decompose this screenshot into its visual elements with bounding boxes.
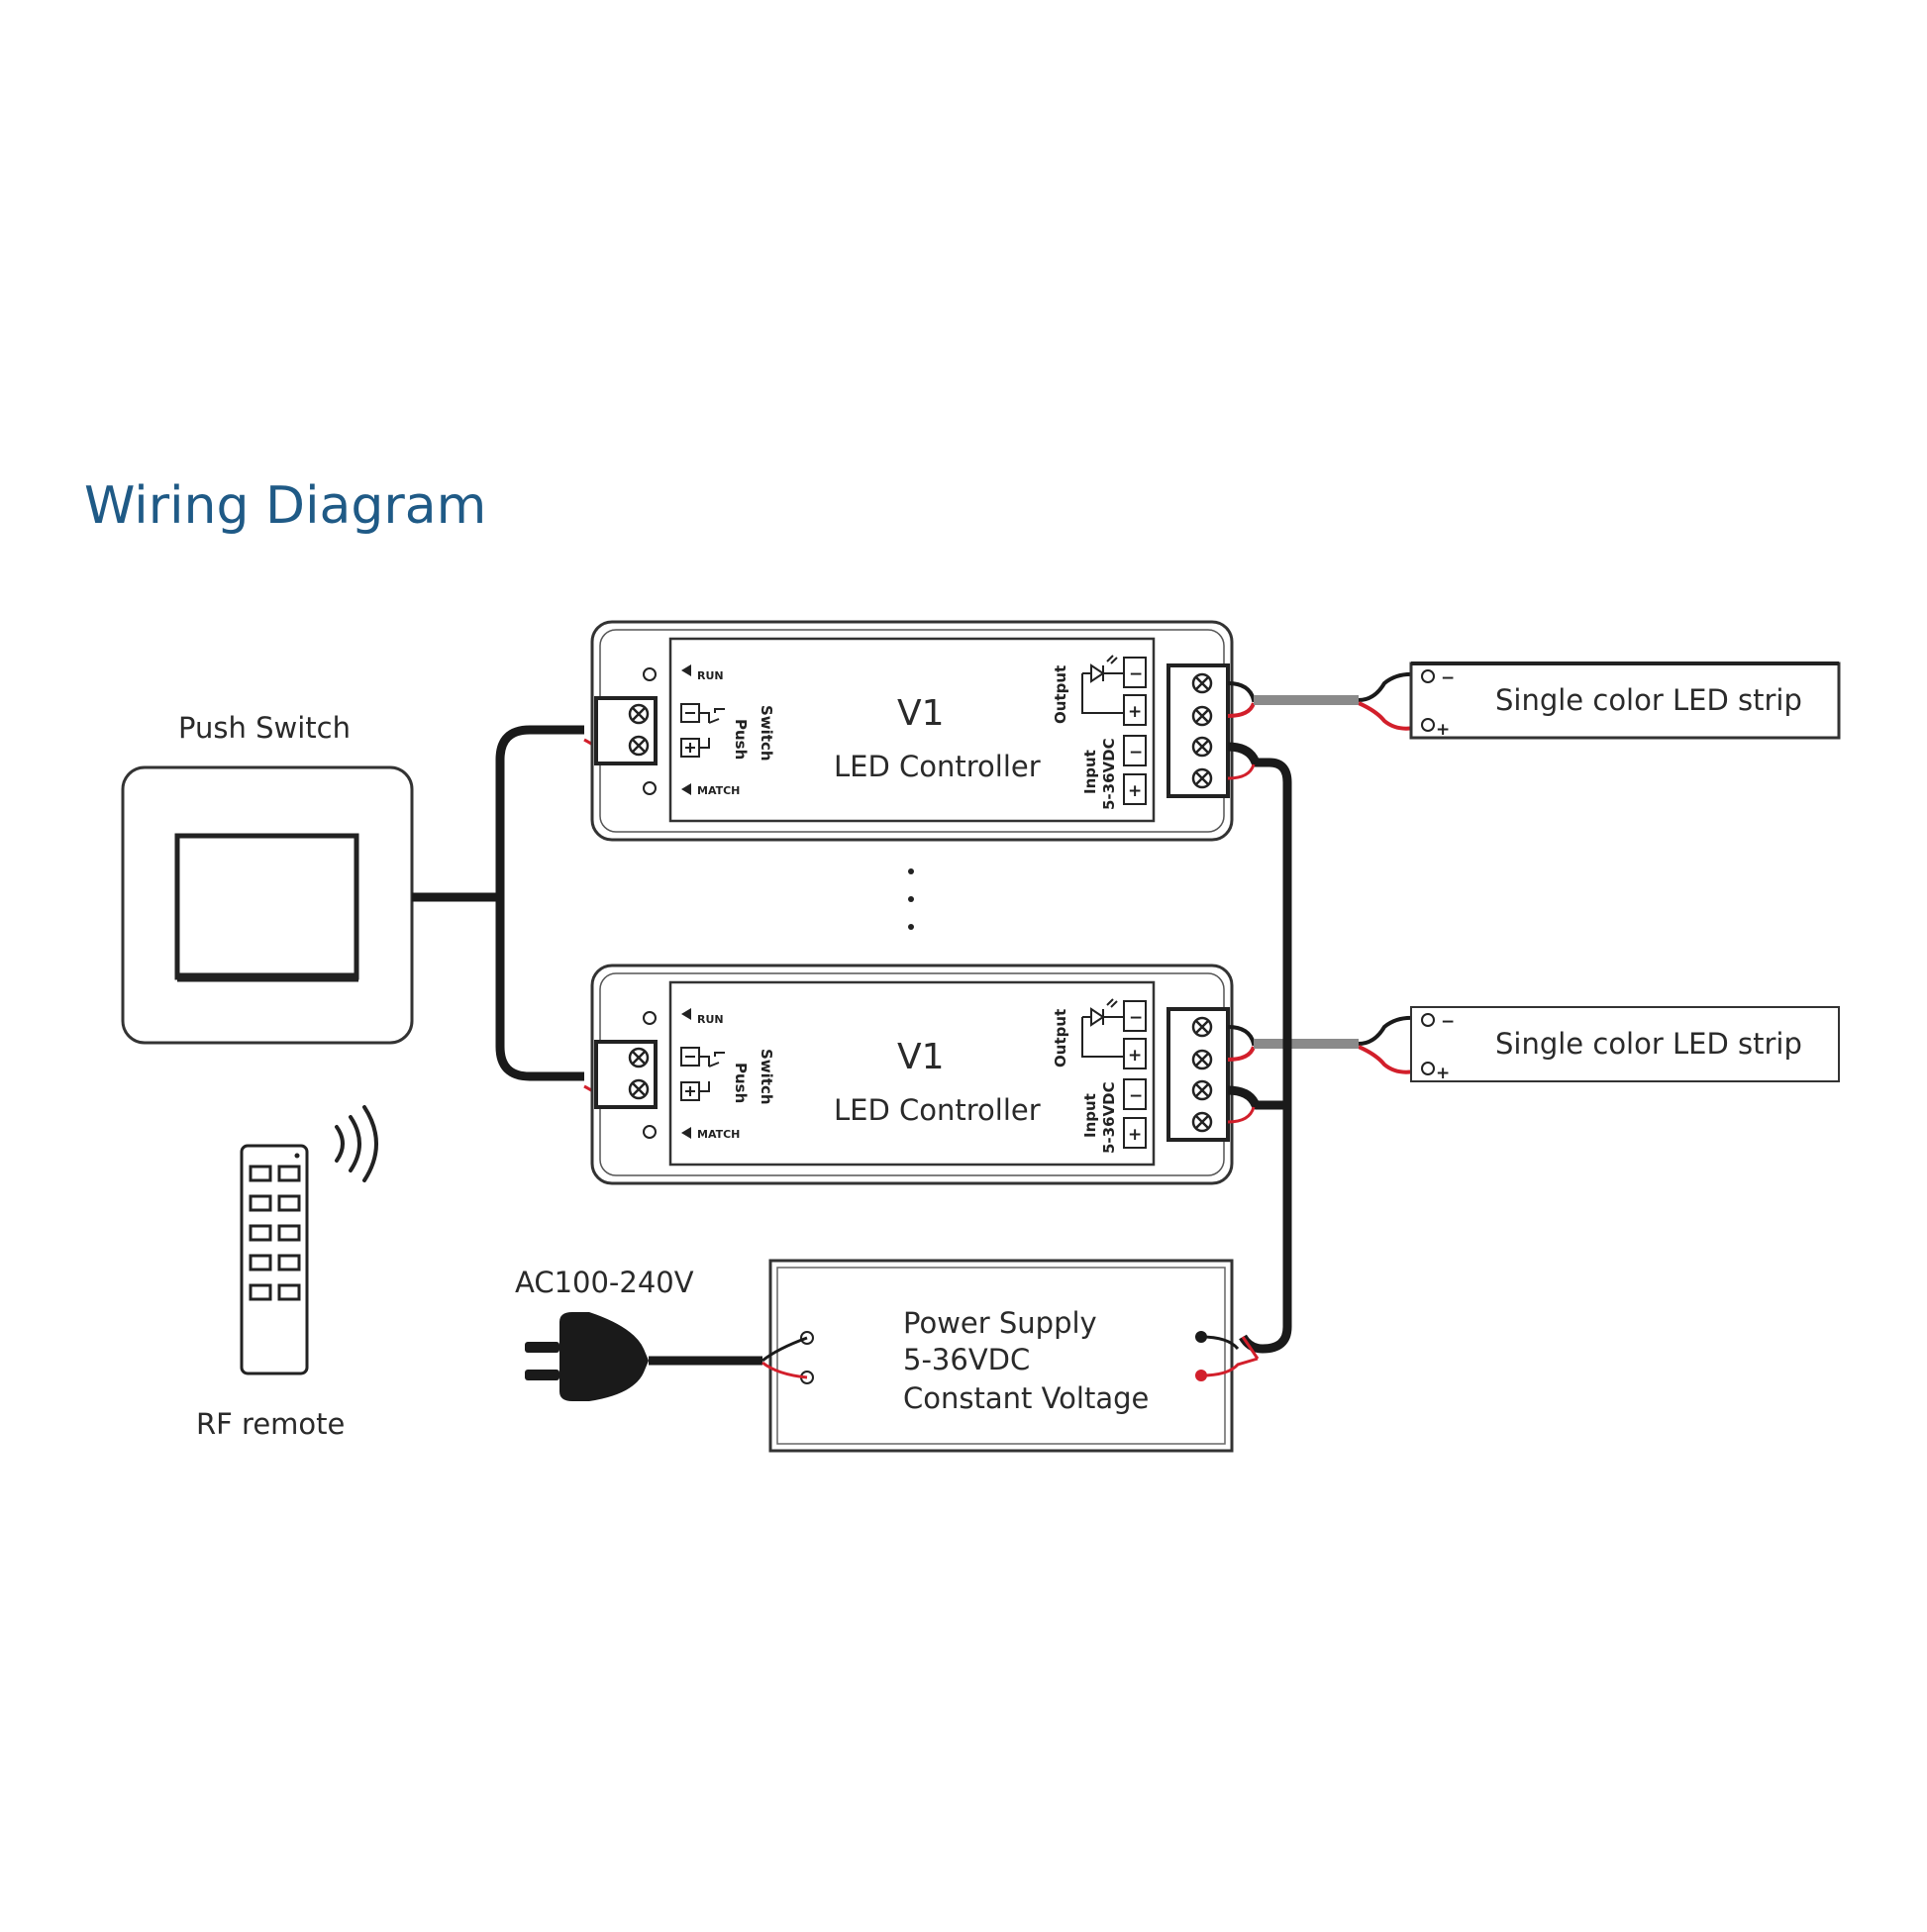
strip-minus: − — [1441, 1012, 1455, 1032]
push-switch-wire — [412, 725, 584, 1081]
power-supply: Power Supply 5-36VDC Constant Voltage — [768, 1259, 1259, 1453]
push-terminal-icon — [680, 1047, 725, 1101]
run-indicator-label: RUN — [697, 1013, 724, 1026]
dc-input-wire — [1227, 742, 1292, 1360]
led-strip-1: − + Single color LED strip — [1409, 661, 1841, 740]
rf-remote-label: RF remote — [196, 1407, 345, 1441]
output-plus: + — [1128, 1046, 1142, 1066]
output-wire-2 — [1227, 1015, 1415, 1074]
ac-plug-icon — [525, 1312, 808, 1401]
input-plus: + — [1128, 781, 1142, 801]
power-supply-voltage: 5-36VDC — [903, 1343, 1030, 1376]
switch-label: Switch — [758, 1049, 775, 1105]
terminal-screw-icon — [1191, 1016, 1213, 1133]
power-supply-type: Constant Voltage — [903, 1381, 1149, 1415]
more-controllers-ellipsis — [908, 868, 914, 930]
push-label: Push — [732, 719, 750, 760]
rf-signal-icon — [335, 1105, 378, 1182]
led-diode-icon — [1081, 998, 1124, 1058]
controller-model: V1 — [897, 1037, 945, 1077]
output-plus: + — [1128, 702, 1142, 722]
push-switch — [121, 765, 414, 1045]
push-label: Push — [732, 1063, 750, 1103]
terminal-screw-icon — [628, 703, 650, 757]
input-minus: − — [1129, 743, 1143, 763]
controller-name: LED Controller — [834, 750, 1041, 783]
push-switch-label: Push Switch — [178, 711, 351, 745]
controller-name: LED Controller — [834, 1093, 1041, 1127]
input-label: Input — [1081, 1093, 1099, 1138]
strip-plus: + — [1436, 720, 1450, 740]
terminal-screw-icon — [1191, 672, 1213, 789]
input-plus: + — [1128, 1125, 1142, 1145]
match-button-label: MATCH — [697, 784, 740, 797]
rf-remote-icon — [240, 1144, 309, 1375]
match-button-label: MATCH — [697, 1128, 740, 1141]
strip-minus: − — [1441, 668, 1455, 688]
diagram-title: Wiring Diagram — [84, 476, 486, 536]
output-minus: − — [1129, 1008, 1143, 1028]
led-diode-icon — [1081, 655, 1124, 714]
input-label: Input — [1081, 750, 1099, 794]
terminal-screw-icon — [628, 1047, 650, 1100]
ac-input-label: AC100-240V — [515, 1266, 694, 1299]
controller-model: V1 — [897, 693, 945, 734]
led-controller-2: RUN MATCH Push Switch V1 LED Controller … — [590, 964, 1234, 1185]
strip-label: Single color LED strip — [1495, 683, 1802, 717]
strip-label: Single color LED strip — [1495, 1027, 1802, 1061]
led-strip-2: − + Single color LED strip — [1410, 1006, 1840, 1083]
run-indicator-label: RUN — [697, 669, 724, 682]
input-minus: − — [1129, 1086, 1143, 1106]
input-voltage-label: 5-36VDC — [1100, 738, 1118, 810]
output-label: Output — [1052, 1009, 1069, 1068]
input-voltage-label: 5-36VDC — [1100, 1081, 1118, 1154]
output-label: Output — [1052, 665, 1069, 724]
strip-plus: + — [1436, 1064, 1450, 1083]
output-minus: − — [1129, 664, 1143, 684]
power-supply-title: Power Supply — [903, 1306, 1097, 1340]
output-wire-1 — [1227, 671, 1415, 731]
led-controller-1: RUN MATCH Push Switch V1 LED Controller … — [590, 620, 1234, 842]
push-terminal-icon — [680, 703, 725, 758]
switch-label: Switch — [758, 705, 775, 762]
